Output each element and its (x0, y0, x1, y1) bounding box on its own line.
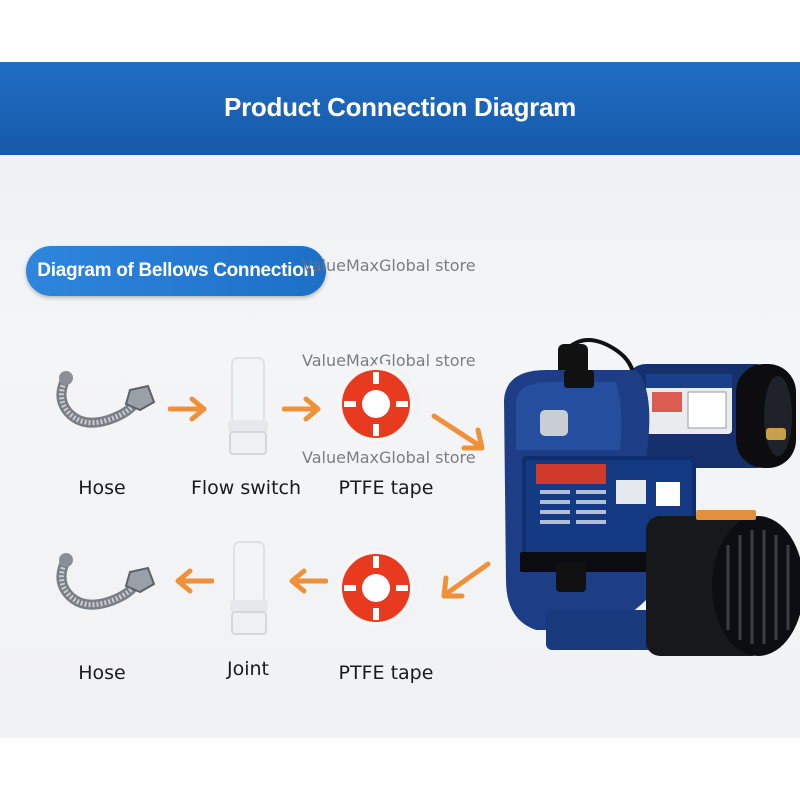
arrow-down-left-icon (436, 558, 492, 604)
arrow-down-right-icon (430, 410, 492, 456)
joint-icon (226, 540, 272, 636)
arrow-left-icon (170, 568, 214, 594)
joint-label: Joint (227, 658, 269, 680)
arrow-left-icon (284, 568, 328, 594)
hose-label: Hose (78, 662, 126, 684)
watermark: ValueMaxGlobal store (302, 351, 476, 370)
arrow-right-icon (168, 396, 212, 422)
ptfe-tape-label: PTFE tape (338, 662, 434, 684)
watermark: ValueMaxGlobal store (302, 448, 476, 467)
page-title: Product Connection Diagram (224, 92, 576, 122)
hose-label: Hose (78, 477, 126, 499)
section-pill: Diagram of Bellows Connection (26, 246, 326, 296)
header-band (0, 62, 800, 155)
section-pill-label: Diagram of Bellows Connection (37, 260, 315, 281)
ptfe-tape-label: PTFE tape (338, 477, 434, 499)
watermark: ValueMaxGlobal store (302, 256, 476, 275)
ptfe-tape-icon (336, 546, 420, 630)
flow-switch-icon (224, 356, 272, 456)
pump-image (496, 330, 800, 660)
flow-switch-label: Flow switch (190, 477, 302, 499)
hose-icon (52, 368, 156, 436)
hose-icon (52, 550, 156, 618)
arrow-right-icon (282, 396, 326, 422)
ptfe-tape-icon (336, 362, 420, 446)
